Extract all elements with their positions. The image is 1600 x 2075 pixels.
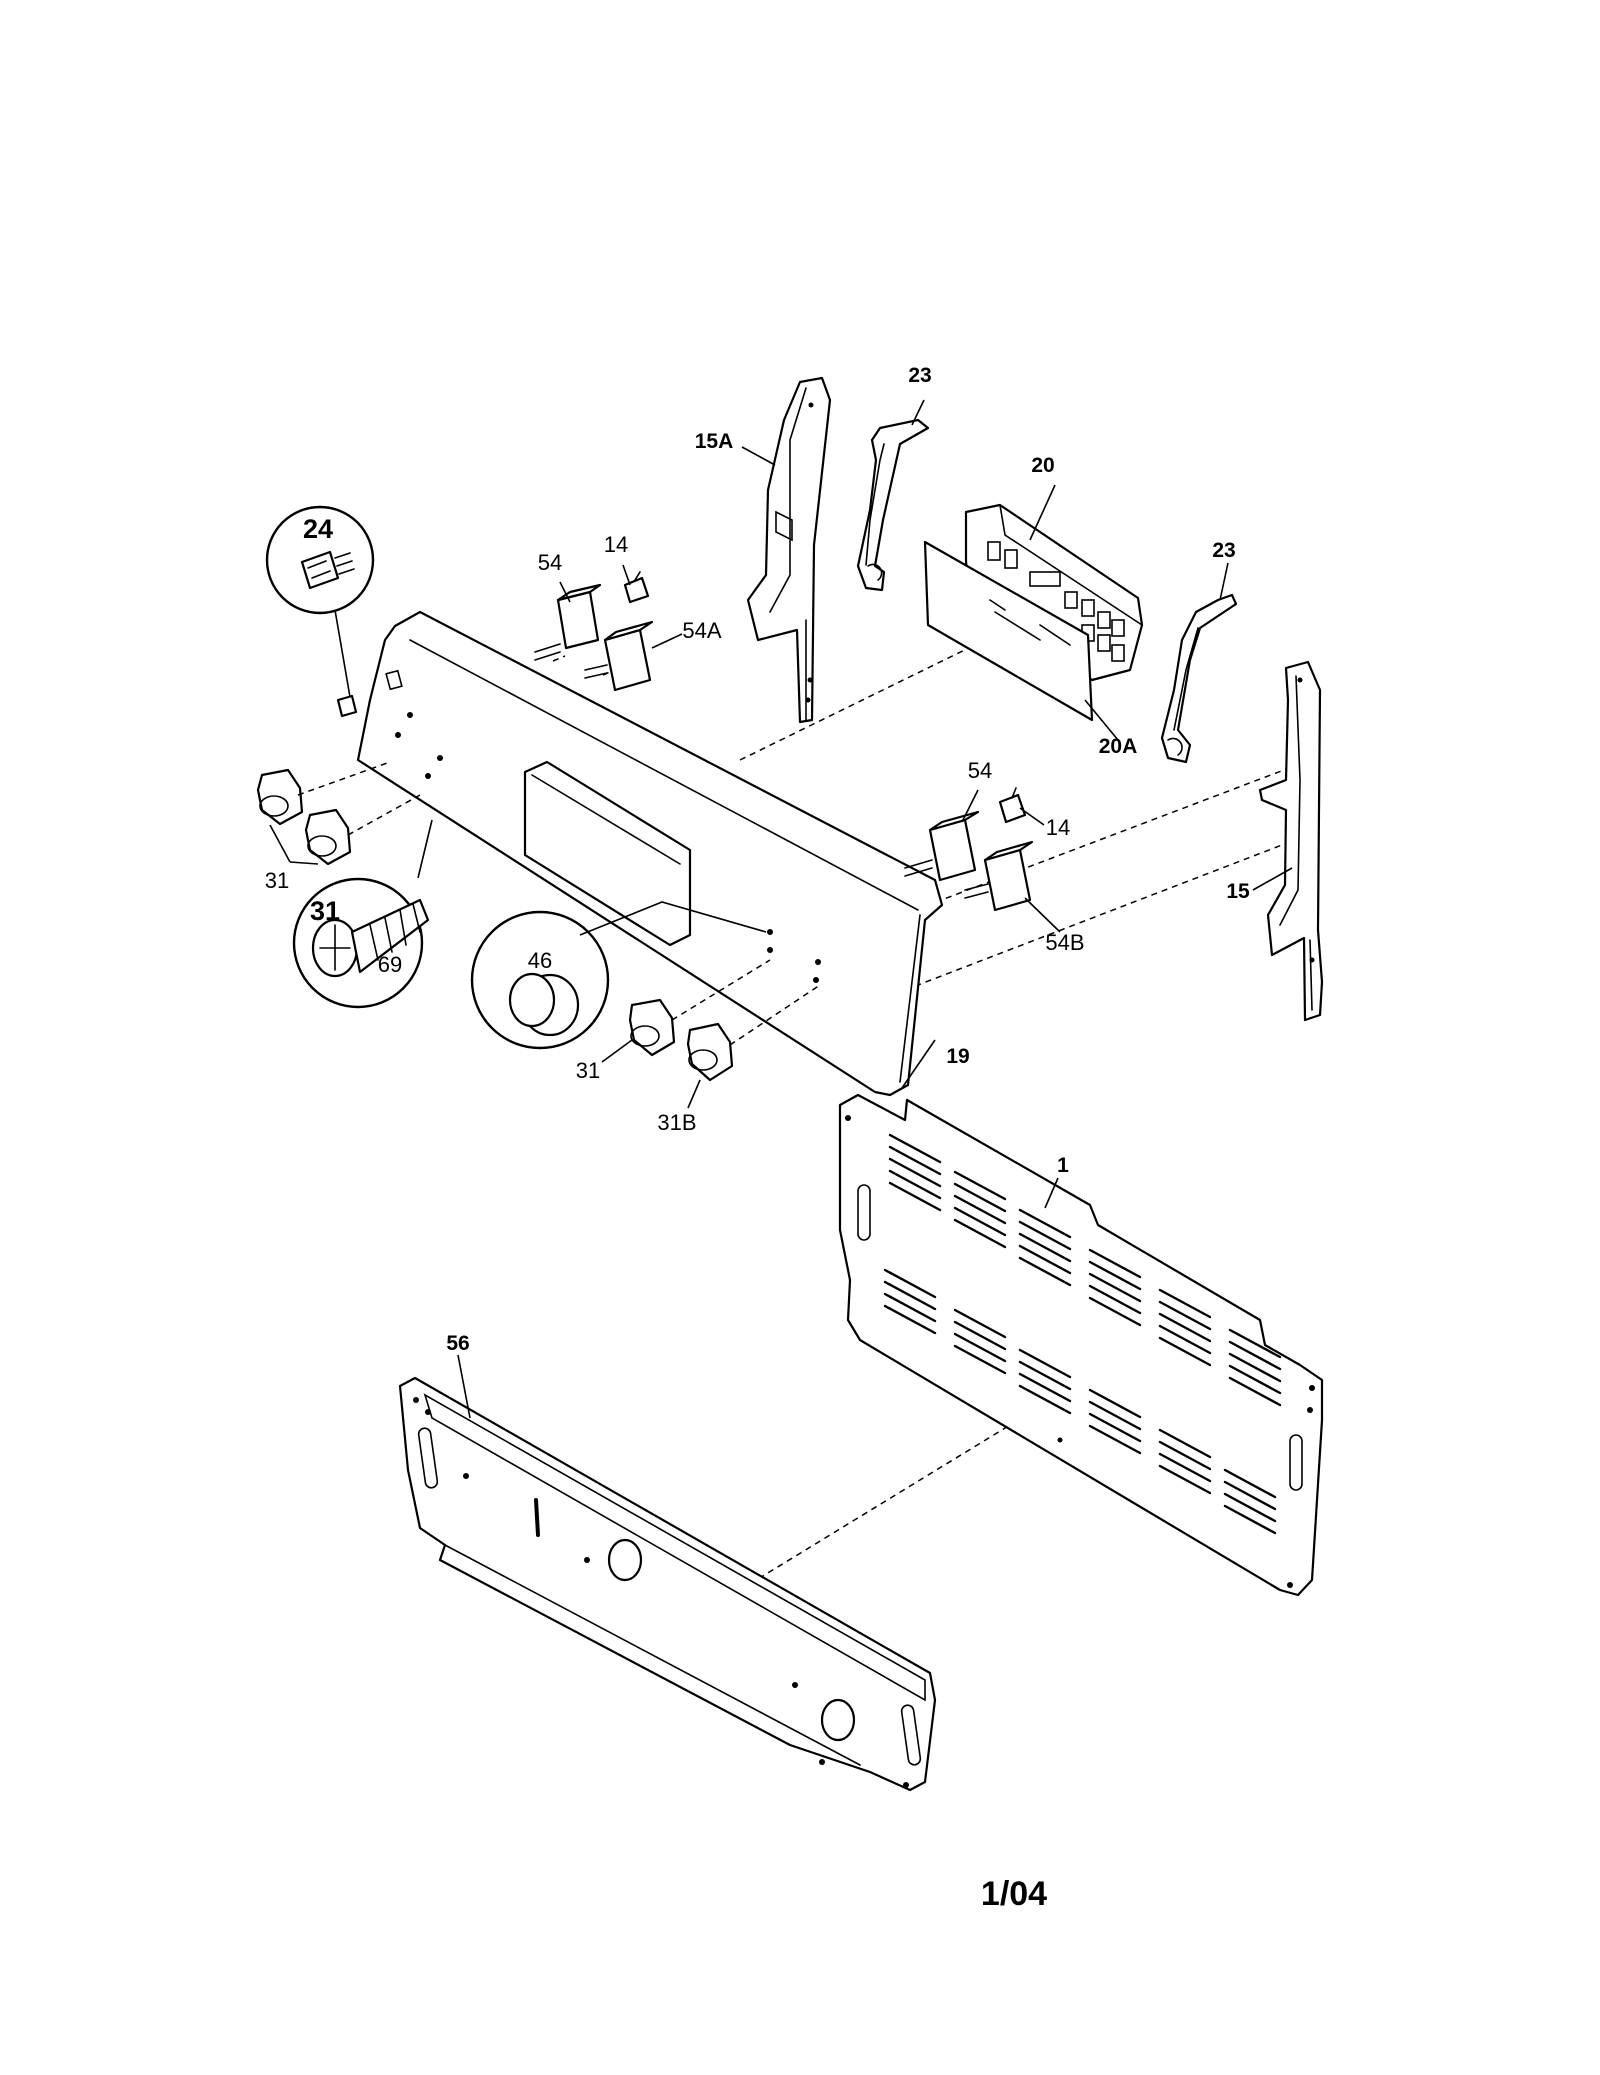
leader-lines	[269, 399, 1293, 1419]
label-15: 15	[1226, 880, 1250, 903]
label-31b: 31B	[657, 1110, 696, 1135]
hinge-strap-23-right	[1160, 593, 1238, 764]
label-23-left: 23	[908, 364, 931, 387]
label-14-left: 14	[604, 532, 628, 557]
label-69: 69	[378, 952, 402, 977]
part-labels: 23 15A 20 24 54 14 54A 23 20A 54 14 15 3…	[265, 364, 1250, 1355]
vent-slots	[883, 1133, 1282, 1535]
label-14-right: 14	[1046, 815, 1070, 840]
label-1: 1	[1057, 1154, 1069, 1177]
label-31-lower: 31	[576, 1058, 600, 1083]
label-19: 19	[946, 1045, 969, 1068]
infinite-switch-54b	[964, 840, 1034, 912]
rear-panel-1	[838, 1093, 1324, 1597]
label-24: 24	[303, 514, 333, 544]
callout-46	[470, 901, 767, 1050]
infinite-switch-54-right	[904, 810, 980, 882]
callout-31-69	[292, 819, 433, 1009]
label-15a: 15A	[695, 430, 734, 453]
control-panel-19	[356, 610, 944, 1097]
date-code: 1/04	[981, 1875, 1047, 1913]
hinge-strap-23-left	[856, 418, 930, 592]
knob-31-lower-left	[304, 808, 352, 866]
label-23-right: 23	[1212, 539, 1235, 562]
switch-14-left	[623, 571, 650, 604]
label-54b: 54B	[1045, 930, 1084, 955]
label-31-left: 31	[265, 868, 289, 893]
label-46: 46	[528, 948, 552, 973]
control-board-20	[964, 503, 1144, 682]
label-54-right: 54	[968, 758, 992, 783]
knob-31-lower	[628, 959, 771, 1057]
knob-31-upper-left	[256, 768, 304, 826]
lower-panel-56	[398, 1376, 937, 1792]
label-31-callout: 31	[310, 896, 340, 926]
label-56: 56	[446, 1332, 469, 1355]
label-20a: 20A	[1099, 735, 1138, 758]
side-bracket-15a	[746, 376, 832, 724]
label-54-left: 54	[538, 550, 562, 575]
label-20: 20	[1031, 454, 1054, 477]
infinite-switch-54-left	[534, 583, 602, 661]
switch-14-right	[998, 787, 1027, 824]
label-54a: 54A	[682, 618, 721, 643]
knob-31b	[686, 984, 821, 1082]
infinite-switch-54a	[584, 620, 654, 692]
side-bracket-15	[1258, 660, 1324, 1022]
callout-24	[265, 505, 375, 718]
overlay-20a	[923, 540, 1094, 722]
